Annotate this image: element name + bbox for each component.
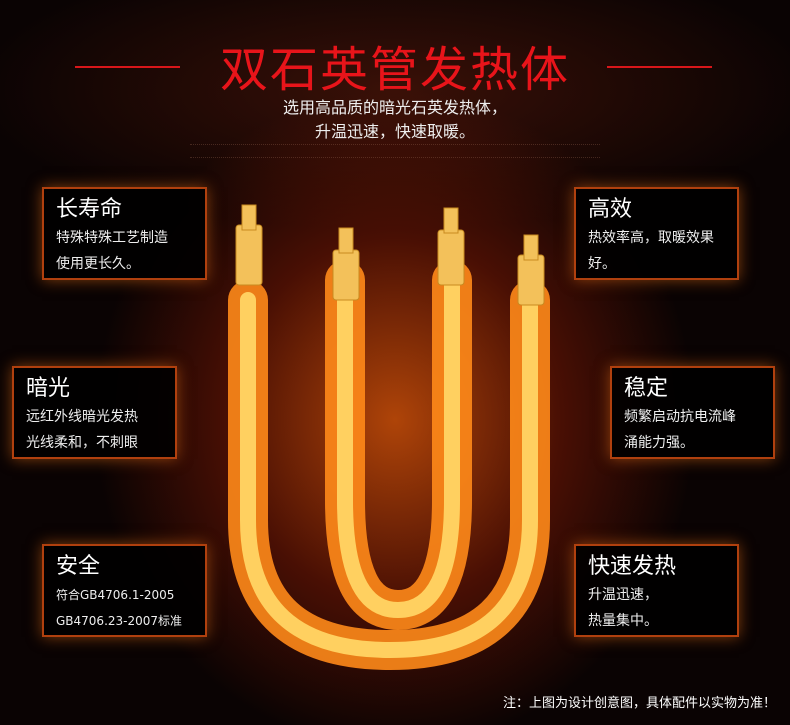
feature-text: 使用更长久。 (56, 256, 140, 272)
inner-tube-core (337, 272, 460, 619)
feature-text: 光线柔和，不刺眼 (26, 435, 138, 451)
feature-text: 好。 (588, 256, 616, 272)
feature-title: 快速发热 (588, 554, 677, 579)
feature-text: 升温迅速， (588, 587, 658, 603)
feature-text: 热效率高，取暖效果 (588, 230, 714, 246)
tube-terminal (241, 204, 257, 231)
title-right-line (607, 66, 712, 68)
tube-end-cap (235, 224, 263, 286)
feature-stability: 稳定 频繁启动抗电流峰 涌能力强。 (610, 366, 775, 459)
feature-text: 热量集中。 (588, 613, 658, 629)
feature-efficiency: 高效 热效率高，取暖效果 好。 (574, 187, 739, 280)
feature-text: 特殊特殊工艺制造 (56, 230, 168, 246)
feature-safety: 安全 符合GB4706.1-2005 GB4706.23-2007标准 (42, 544, 207, 637)
subtitle: 选用高品质的暗光石英发热体， 升温迅速，快速取暖。 (0, 96, 790, 144)
page-title: 双石英管发热体 (219, 42, 570, 98)
subtitle-line: 选用高品质的暗光石英发热体， (282, 98, 507, 117)
feature-title: 稳定 (624, 376, 669, 401)
title-left-line (75, 66, 180, 68)
feature-long-life: 长寿命 特殊特殊工艺制造 使用更长久。 (42, 187, 207, 280)
feature-text: 符合GB4706.1-2005 (56, 588, 175, 602)
tube-end-cap (517, 254, 545, 306)
feature-title: 高效 (588, 197, 633, 222)
tube-terminal (443, 207, 459, 234)
feature-title: 安全 (56, 554, 101, 579)
feature-fast-heating: 快速发热 升温迅速， 热量集中。 (574, 544, 739, 637)
fine-print-decoration (190, 144, 600, 158)
tube-terminal (338, 227, 354, 254)
outer-tube-core (240, 292, 538, 659)
tube-terminal (523, 234, 539, 261)
feature-title: 长寿命 (56, 197, 123, 222)
feature-text: 远红外线暗光发热 (26, 409, 138, 425)
disclaimer-note: 注：上图为设计创意图，具体配件以实物为准！ (502, 696, 776, 711)
inner-tube (325, 260, 472, 631)
feature-dark-light: 暗光 远红外线暗光发热 光线柔和，不刺眼 (12, 366, 177, 459)
subtitle-line: 升温迅速，快速取暖。 (314, 122, 475, 141)
feature-text: 涌能力强。 (624, 435, 694, 451)
feature-text: GB4706.23-2007标准 (56, 614, 183, 628)
tube-end-cap (437, 229, 465, 286)
feature-title: 暗光 (26, 376, 71, 401)
tube-end-cap (332, 249, 360, 301)
feature-text: 频繁启动抗电流峰 (624, 409, 736, 425)
